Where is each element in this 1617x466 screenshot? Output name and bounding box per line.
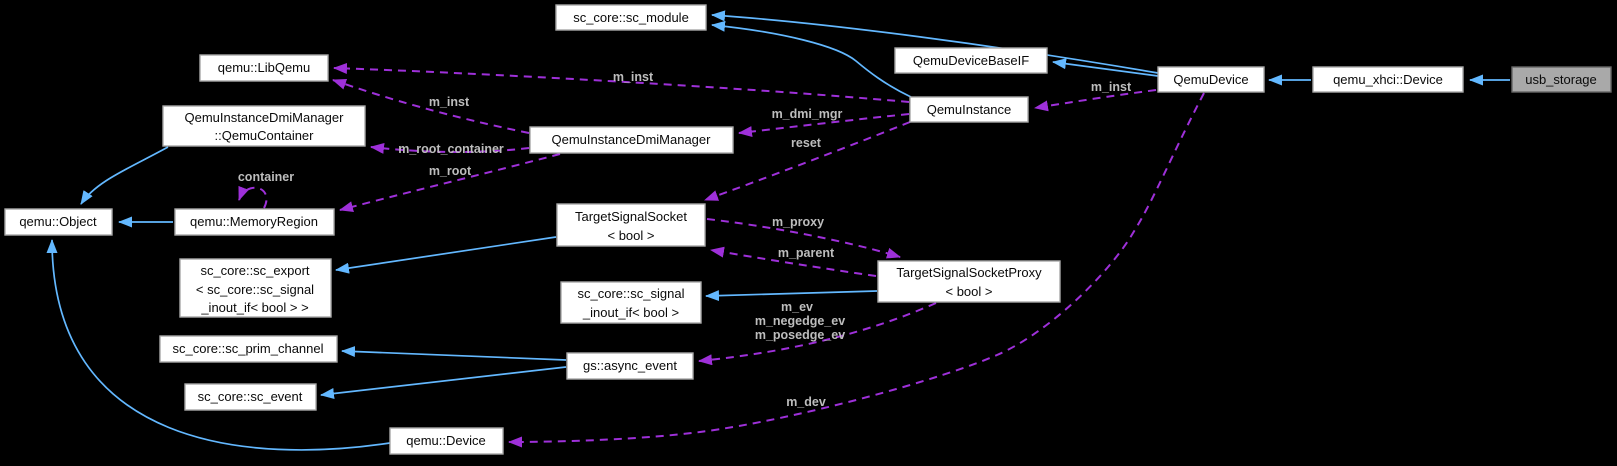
node-label: sc_core::sc_export [200,263,309,278]
node-sc-export[interactable]: sc_core::sc_export < sc_core::sc_signal … [179,258,332,318]
node-label: qemu_xhci::Device [1333,72,1443,87]
edge-label-m-root: m_root [429,164,472,178]
edge-inherit-asyncevent-primchannel [341,346,567,361]
edge-usage-targetsignalsocket-proxy [706,218,901,259]
node-qemudevicebaseif[interactable]: QemuDeviceBaseIF [894,47,1048,74]
edge-inherit-qemudevice-scmodule [711,10,1159,74]
node-label: sc_core::sc_event [198,389,303,404]
node-label: sc_core::sc_prim_channel [172,341,323,356]
edge-usage-dmimanager-memoryregion [339,153,561,213]
edge-usage-qemuinstance-targetsignalsocket-reset [704,121,911,201]
node-label: _inout_if< bool > > [200,300,308,315]
node-label: qemu::LibQemu [218,60,311,75]
node-qemu-device[interactable]: qemu::Device [389,427,504,455]
node-label: ::QemuContainer [215,128,315,143]
edge-label-m-inst-3: m_inst [1091,80,1132,94]
edge-label-m-dev: m_dev [786,395,826,409]
node-qemu-object[interactable]: qemu::Object [4,208,113,236]
node-label: TargetSignalSocket [575,209,687,224]
node-label: sc_core::sc_signal [578,286,685,301]
inheritance-edges [46,10,1510,451]
node-qemuinstance[interactable]: QemuInstance [909,96,1029,123]
edge-usage-qemuinstance-libqemu [333,62,910,103]
node-qemucontainer[interactable]: QemuInstanceDmiManager ::QemuContainer [162,105,366,147]
edge-usage-dmimanager-qemucontainer [370,142,530,154]
node-targetsignalsocket[interactable]: TargetSignalSocket < bool > [556,203,706,247]
node-label: qemu::Object [19,214,97,229]
edge-label-m-root-container: m_root_container [398,142,504,156]
node-label: < bool > [946,284,993,299]
node-label: TargetSignalSocketProxy [896,265,1042,280]
node-qemu-xhci-device[interactable]: qemu_xhci::Device [1312,66,1464,93]
edge-label-m-inst-1: m_inst [613,70,654,84]
edge-usage-proxy-targetsignalsocket [710,246,877,277]
edge-label-m-inst-2: m_inst [429,95,470,109]
edge-usage-dmimanager-libqemu [332,79,530,134]
node-label: < sc_core::sc_signal [196,282,314,297]
edge-inherit-targetsignalsocket-scexport [335,236,557,274]
edge-labels: m_inst m_inst m_inst m_dmi_mgr reset m_r… [238,70,1132,409]
node-label: qemu::MemoryRegion [190,214,318,229]
usage-edges [238,62,1205,448]
edge-inherit-asyncevent-scevent [320,366,567,399]
node-libqemu[interactable]: qemu::LibQemu [199,54,329,82]
node-label: QemuDevice [1173,72,1248,87]
node-label: _inout_if< bool > [582,305,679,320]
edge-label-m-negedge-ev: m_negedge_ev [755,314,845,328]
edge-label-reset: reset [791,136,822,150]
edge-usage-qemudevice-qemuinstance [1034,89,1157,112]
node-label: QemuInstanceDmiManager [185,110,345,125]
edge-inherit-proxy-scsignalinoutif [705,290,878,302]
node-targetsignalsocketproxy[interactable]: TargetSignalSocketProxy < bool > [877,260,1061,303]
node-label: QemuInstance [927,102,1012,117]
edge-label-m-ev: m_ev [781,300,813,314]
node-usb-storage: usb_storage [1511,66,1612,93]
node-label: sc_core::sc_module [573,10,689,25]
edge-label-m-dmi-mgr: m_dmi_mgr [772,107,843,121]
node-label: < bool > [608,228,655,243]
edge-label-container: container [238,170,294,184]
node-async-event[interactable]: gs::async_event [566,352,694,380]
node-label: qemu::Device [406,433,485,448]
edge-label-m-posedge-ev: m_posedge_ev [755,328,845,342]
edge-label-m-parent: m_parent [778,246,835,260]
node-label: usb_storage [1525,72,1597,87]
edge-inherit-qemudevice-basif [1052,58,1159,77]
node-label: QemuInstanceDmiManager [552,132,712,147]
graph-nodes: sc_core::sc_module qemu::LibQemu QemuDev… [4,4,1612,455]
node-label: gs::async_event [583,358,677,373]
edge-usage-qemudevice-qemudevicelow [508,92,1205,448]
edge-inherit-qemucontainer-object [80,146,169,205]
node-sc-signal-inout-if[interactable]: sc_core::sc_signal _inout_if< bool > [560,281,702,324]
node-dmimanager[interactable]: QemuInstanceDmiManager [529,126,734,154]
node-label: QemuDeviceBaseIF [913,53,1029,68]
node-sc-prim-channel[interactable]: sc_core::sc_prim_channel [159,335,338,363]
edge-inherit-qemuinstance-scmodule [711,20,912,98]
node-memoryregion[interactable]: qemu::MemoryRegion [174,208,335,236]
edge-label-m-proxy: m_proxy [772,215,824,229]
edge-usage-qemuinstance-dmimanager [738,113,910,138]
edge-usage-memoryregion-self-container [238,185,268,209]
edge-usage-proxy-asyncevent [698,302,937,366]
edge-inherit-qemudevicelow-object [46,239,391,451]
node-sc-module[interactable]: sc_core::sc_module [555,4,707,31]
node-sc-event[interactable]: sc_core::sc_event [184,383,317,411]
node-qemudevice[interactable]: QemuDevice [1157,66,1265,93]
